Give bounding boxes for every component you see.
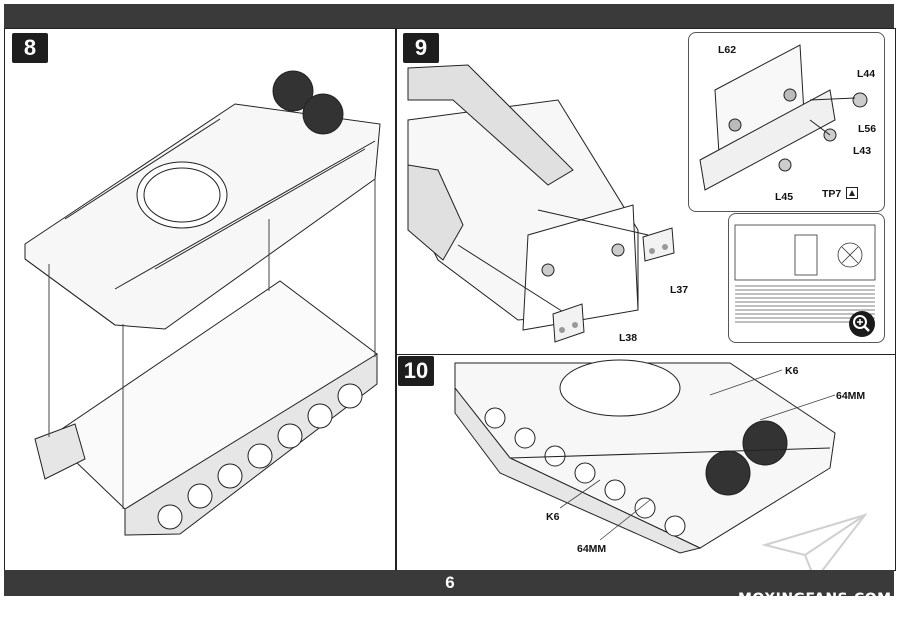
step-10-badge: 10 xyxy=(398,356,434,386)
rear-track xyxy=(407,64,574,186)
callout-leaders xyxy=(560,369,836,541)
part-label-l45: L45 xyxy=(775,191,794,203)
lower-track xyxy=(407,164,464,261)
part-label-l38: L38 xyxy=(619,332,638,344)
step-9-badge: 9 xyxy=(403,33,439,63)
part-label-tp7: TP7 xyxy=(822,188,842,200)
part-label-k6-top: K6 xyxy=(785,365,799,377)
part-label-l37: L37 xyxy=(670,284,689,296)
site-watermark: MOXINGFANS.COM xyxy=(738,591,892,607)
header-bar xyxy=(4,4,894,28)
hatch-left xyxy=(272,70,314,112)
step-9-illustration xyxy=(407,64,649,331)
hatch-upper xyxy=(742,420,788,466)
part-l38 xyxy=(552,303,585,343)
step-10-illustration xyxy=(454,359,836,554)
rear-plate-detail xyxy=(699,44,868,191)
step-8-illustration xyxy=(24,70,381,536)
turret-ring xyxy=(136,161,228,229)
road-wheels xyxy=(484,407,686,537)
footer-bar xyxy=(4,570,894,596)
part-l37 xyxy=(642,227,675,262)
step-8-badge: 8 xyxy=(12,33,48,63)
part-label-k6-side: K6 xyxy=(546,511,560,523)
part-label-64mm-top: 64MM xyxy=(836,390,866,402)
part-label-l44: L44 xyxy=(857,68,876,80)
rear-plate xyxy=(522,204,639,331)
zoom-in-icon xyxy=(849,311,875,337)
road-wheels xyxy=(157,383,363,530)
rear-track xyxy=(34,423,86,480)
rear-grille-zoom xyxy=(734,224,876,323)
part-label-l62: L62 xyxy=(718,44,737,56)
left-track xyxy=(124,353,378,536)
page-number: 6 xyxy=(445,573,455,592)
hatch-right xyxy=(302,93,344,135)
part-label-l43: L43 xyxy=(853,145,872,157)
turret-ring xyxy=(559,359,681,417)
rear-lights xyxy=(541,243,625,277)
part-label-64mm-side: 64MM xyxy=(577,543,607,555)
part-label-l56: L56 xyxy=(858,123,877,135)
glue-icon xyxy=(846,187,858,199)
